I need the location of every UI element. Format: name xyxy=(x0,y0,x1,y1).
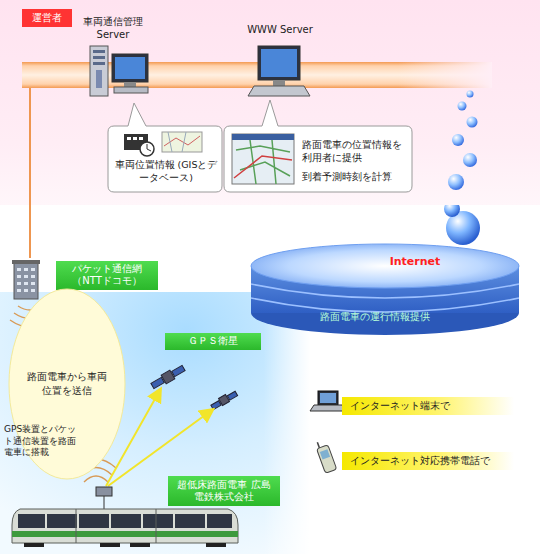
node-text: 到着予測時刻を計算 xyxy=(302,171,392,184)
satellite xyxy=(210,390,238,411)
server-icon xyxy=(90,46,148,96)
callout xyxy=(108,103,222,192)
network-drop xyxy=(29,88,31,205)
server-label: 車両通信管理 Server xyxy=(70,16,156,41)
gps-device xyxy=(96,487,112,496)
map-screen-icon xyxy=(232,134,294,184)
phone-icon xyxy=(315,439,337,473)
region-heading: 運営者 xyxy=(22,9,72,27)
access-bar: インターネット端末で xyxy=(342,397,514,415)
node-text: インターネット対応携帯電話で xyxy=(350,454,490,468)
network-node: パケット通信網 （NTTドコモ） xyxy=(8,258,158,292)
server-label: WWW Server xyxy=(232,24,328,37)
node-text: ＧＰＳ衛星 xyxy=(188,335,238,348)
node-text: パケット通信網 （NTTドコモ） xyxy=(56,261,158,290)
node-text: 路面電車の運行情報提供 xyxy=(320,310,430,324)
network-line xyxy=(30,205,31,258)
www-monitor-icon xyxy=(248,46,310,96)
node-text: 車両位置情報 (GISとデータベース) xyxy=(113,159,219,185)
connector-line xyxy=(29,205,31,258)
device-mount xyxy=(104,496,105,509)
node-text: 路面電車の位置情報を利用者に提供 xyxy=(302,139,408,165)
node-text: 超低床路面電車 広島電鉄株式会社 xyxy=(173,479,275,504)
operator-region: 運営者車両通信管理 Server WWW Server 車両位置情報 (GISとデー… xyxy=(0,0,540,205)
tram-label: 超低床路面電車 広島電鉄株式会社 xyxy=(168,476,280,506)
node-text: 車両通信管理 Server xyxy=(70,16,156,41)
node-text: WWW Server xyxy=(247,24,313,37)
gps-arrow xyxy=(108,410,212,486)
laptop-icon xyxy=(310,391,346,411)
access-bar: インターネット対応携帯電話で xyxy=(342,452,514,470)
callout-text: 路面電車の位置情報を利用者に提供到着予測時刻を計算 xyxy=(300,132,410,190)
annotation-label: GPS装置とパケット通信装置を路面電車に搭載 xyxy=(4,424,78,459)
tram xyxy=(12,509,238,547)
callout-text: 車両位置情報 (GISとデータベース) xyxy=(110,154,222,190)
building-icon xyxy=(12,260,40,299)
bubbles xyxy=(448,91,478,191)
node-text: インターネット端末で xyxy=(350,399,450,413)
satellite xyxy=(150,364,186,391)
node-text: Internet xyxy=(390,255,441,268)
gps-label: ＧＰＳ衛星 xyxy=(165,333,261,350)
internet-cylinder: Internet 路面電車の運行情報提供 xyxy=(250,240,520,336)
node-text: 路面電車から車両位置を送信 xyxy=(24,370,110,398)
callout xyxy=(224,100,412,192)
position-data-icon xyxy=(124,132,202,156)
